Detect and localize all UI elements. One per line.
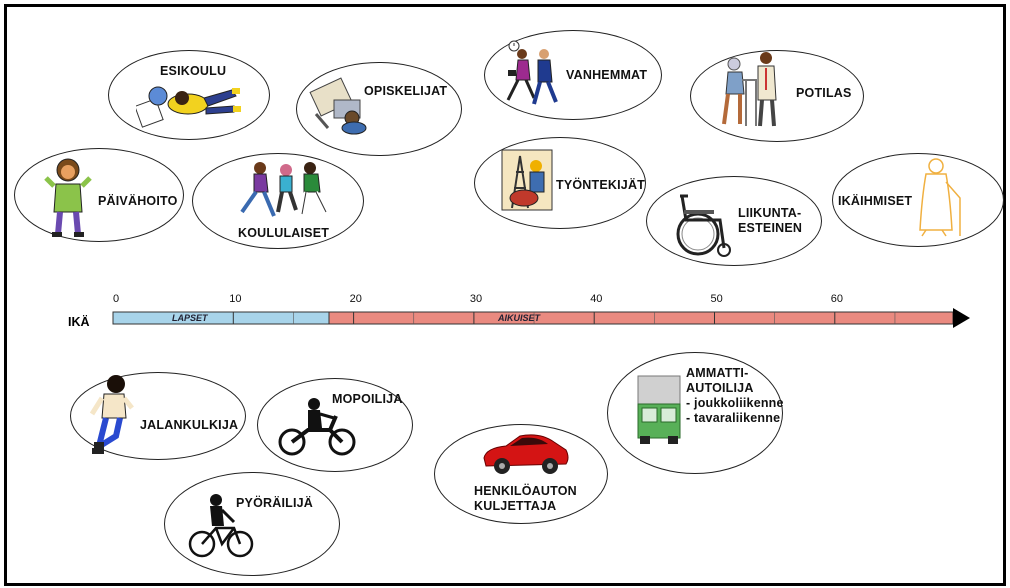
axis-label: IKÄ xyxy=(68,315,90,329)
label-ikaihmiset: IKÄIHMISET xyxy=(838,194,913,208)
hurrying-parents-icon xyxy=(506,40,558,105)
group-bubble-jalankulkija xyxy=(70,372,246,460)
label-opiskelijat: OPISKELIJAT xyxy=(364,84,448,98)
group-bubble-paivahoito xyxy=(14,148,184,242)
worker-icon xyxy=(501,149,553,211)
patient-walker-icon xyxy=(722,52,777,127)
label-pyorailija: PYÖRÄILIJÄ xyxy=(236,496,314,510)
group-bubble-koululaiset xyxy=(192,153,364,249)
elderly-person-icon xyxy=(919,158,961,237)
truck-icon xyxy=(637,375,681,444)
label-mopoilija: MOPOILIJA xyxy=(332,392,403,406)
group-bubble-liikuntaesteinen xyxy=(646,176,822,266)
label-vanhemmat: VANHEMMAT xyxy=(566,68,648,82)
red-car-icon xyxy=(483,434,569,474)
label-jalankulkija: JALANKULKIJA xyxy=(140,418,239,432)
child-drawing-icon xyxy=(136,86,241,128)
group-bubble-mopoilija xyxy=(257,378,413,472)
label-liikuntaesteinen: LIIKUNTA- ESTEINEN xyxy=(738,206,803,235)
group-bubble-ammattiautoilija xyxy=(607,352,783,474)
moped-rider-icon xyxy=(278,398,356,456)
wheelchair-icon xyxy=(676,194,731,257)
toddler-icon xyxy=(44,158,92,237)
group-bubble-ikaihmiset xyxy=(832,153,1004,247)
label-koululaiset: KOULULAISET xyxy=(238,226,330,240)
cyclist-icon xyxy=(188,494,254,558)
label-paivahoito: PÄIVÄHOITO xyxy=(98,194,178,208)
group-bubble-pyorailija xyxy=(164,472,340,576)
running-kids-icon xyxy=(240,162,328,217)
group-bubble-potilas xyxy=(690,50,864,142)
label-potilas: POTILAS xyxy=(796,86,852,100)
label-tyontekijat: TYÖNTEKIJÄT xyxy=(556,178,646,192)
label-henkiloauto: HENKILÖAUTON KULJETTAJA xyxy=(474,484,577,513)
pedestrian-icon xyxy=(89,375,134,454)
label-ammattiautoilija: AMMATTI- AUTOILIJA - joukkoliikenne - ta… xyxy=(686,366,784,425)
student-desk-icon xyxy=(309,77,367,135)
label-esikoulu: ESIKOULU xyxy=(160,64,227,78)
